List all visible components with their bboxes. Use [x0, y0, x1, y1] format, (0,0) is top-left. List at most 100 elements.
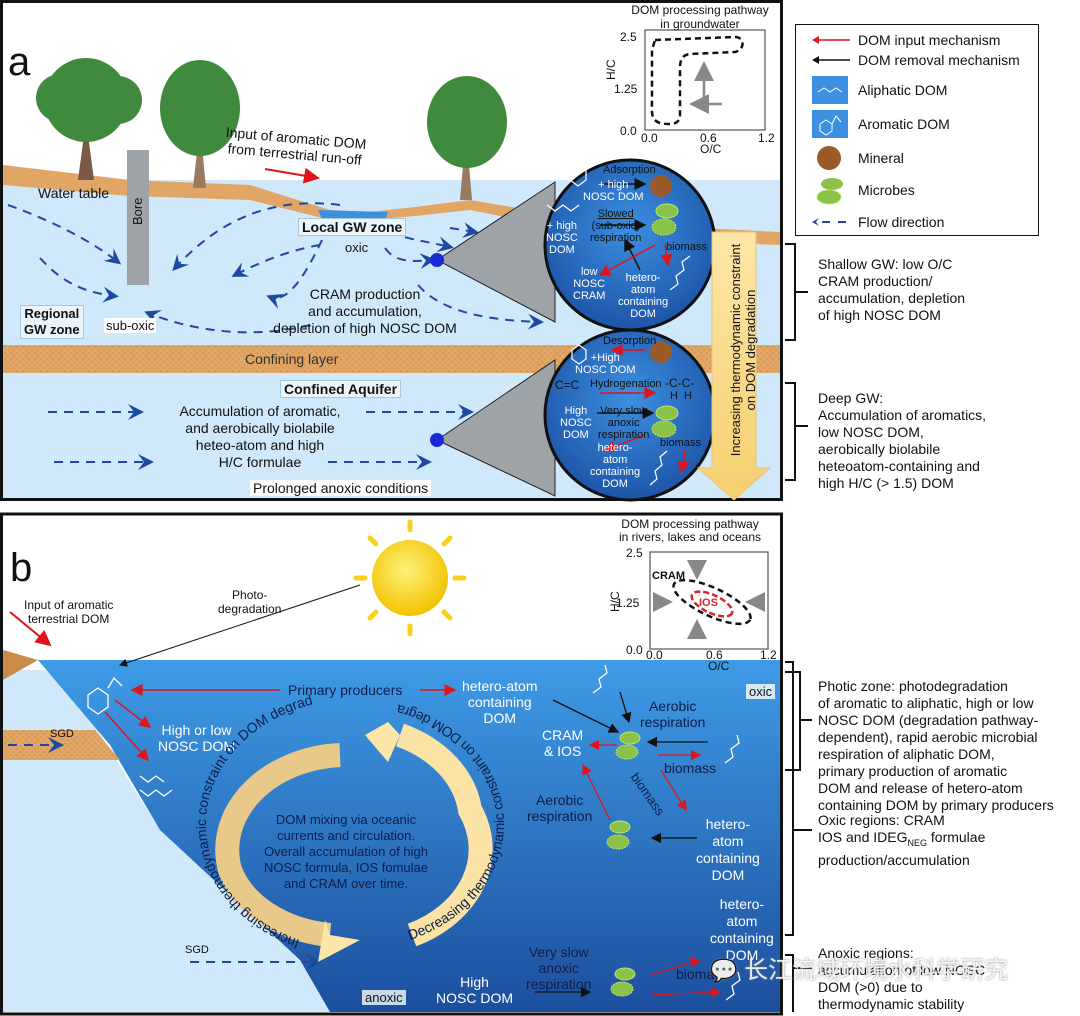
- oxic-note-2a: IOS and IDEG: [818, 829, 908, 845]
- microbes-icon: [615, 731, 641, 760]
- c2-vs-c: respiration: [598, 429, 650, 441]
- c2-h-a: hetero-: [597, 442, 633, 454]
- c1-s-c: respiration: [590, 232, 642, 244]
- chat-bubble-icon: 💬: [710, 958, 738, 983]
- inset-a-title-1: DOM processing pathway: [631, 3, 769, 17]
- inset-a-xtick: 0.6: [700, 131, 717, 145]
- vsb-3: respiration: [526, 976, 592, 992]
- inset-b-ytick: 0.0: [626, 643, 643, 657]
- inset-b-cram: CRAM: [652, 570, 685, 582]
- oxic-note-2: IOS and IDEGNEG formulae: [818, 829, 985, 852]
- c2-hydrogenation: Hydrogenation: [590, 378, 662, 390]
- hnb-2: NOSC DOM: [436, 990, 513, 1006]
- c2-hn-a: +High: [590, 352, 620, 364]
- mix-5: and CRAM over time.: [283, 876, 409, 891]
- photo-1: Photo-: [232, 588, 268, 602]
- legend-label: DOM input mechanism: [858, 32, 1001, 48]
- aerobic-respiration-bottom: Aerobic respiration: [527, 792, 592, 824]
- aliphatic-icon: [139, 775, 173, 797]
- ar1-1: Aerobic: [648, 698, 697, 714]
- note-anoxic-regions: Anoxic regions: accumulation of low NOSC…: [818, 945, 986, 1012]
- vsb-1: Very slow: [528, 944, 589, 960]
- hm-3: containing: [696, 850, 760, 866]
- aromatic-icon: [87, 676, 123, 715]
- inset-a-pathway: [650, 35, 744, 126]
- c2-cc-double: C=C: [555, 378, 580, 392]
- c1-hn-a: + high: [598, 179, 629, 191]
- inset-b-ios-ellipse: [690, 590, 734, 618]
- hm-1: hetero-: [705, 816, 751, 832]
- vsb-2: anoxic: [538, 960, 579, 976]
- ht-1: hetero-atom: [462, 678, 538, 694]
- input-b-2: terrestrial DOM: [28, 612, 110, 626]
- inset-a-xtick: 1.2: [758, 131, 775, 145]
- aliphatic-icon: [546, 204, 580, 212]
- coast-soil: [3, 650, 38, 680]
- zoom-point-1: [430, 253, 444, 267]
- flow-direction-icon: [812, 218, 846, 226]
- note-shallow-gw: Shallow GW: low O/C CRAM production/ acc…: [818, 256, 966, 323]
- ht-3: DOM: [483, 710, 517, 726]
- c2-high-nosc: +High NOSC DOM: [575, 352, 636, 376]
- c1-hn-b: NOSC DOM: [583, 191, 644, 203]
- oxic-note-2c: formulae: [927, 829, 986, 845]
- c1-h-d: DOM: [630, 308, 656, 320]
- mineral-icon: [650, 175, 672, 197]
- tree-icon: [427, 76, 507, 200]
- regional-line-1: Regional: [24, 306, 80, 321]
- c1-adsorption: Adsorption: [603, 164, 656, 176]
- ar2-1: Aerobic: [535, 792, 584, 808]
- hb-3: containing: [710, 930, 774, 946]
- cram-line-1: CRAM production: [309, 286, 421, 302]
- oxic-note-3: production/accumulation: [818, 851, 970, 868]
- c1-high-nosc: + high NOSC DOM: [583, 179, 644, 203]
- hl-2: NOSC DOM: [158, 738, 235, 754]
- terrestrial-input-arrow: [9, 611, 52, 647]
- very-slow-anoxic-label: Very slow anoxic respiration: [526, 944, 591, 992]
- c1-l-a: + high: [546, 220, 578, 232]
- hb-2: atom: [726, 913, 758, 929]
- bracket-shallow: [785, 243, 808, 341]
- hetero-atom-mid-label: hetero- atom containing DOM: [696, 816, 760, 884]
- inset-a-xtick: 0.0: [641, 131, 658, 145]
- note-deep-gw: Deep GW: Accumulation of aromatics, low …: [818, 390, 987, 491]
- sub-oxic-label: sub-oxic: [104, 318, 157, 333]
- oxic-note-2b: NEG: [907, 837, 927, 848]
- inset-b-ytick: 1.25: [616, 596, 640, 610]
- legend-label: DOM removal mechanism: [858, 52, 1020, 68]
- legend-label: Mineral: [858, 150, 904, 166]
- accum-line-3: heteo-atom and high: [195, 437, 325, 453]
- oxic-label-a: oxic: [345, 240, 369, 255]
- ar2-2: respiration: [527, 808, 593, 824]
- inset-b-ios: IOS: [699, 597, 718, 609]
- mix-3: Overall accumulation of high: [263, 844, 429, 859]
- biomass-label-horizontal: biomass: [664, 760, 717, 776]
- cram-line-3: depletion of high NOSC DOM: [273, 320, 457, 336]
- tree-icon: [36, 58, 142, 180]
- legend-label: Microbes: [858, 182, 915, 198]
- c2-l-a: High: [564, 405, 588, 417]
- bore-well: [127, 150, 149, 285]
- inset-b-title-2: in rivers, lakes and oceans: [618, 530, 762, 544]
- microbes-icon: [651, 203, 679, 236]
- accum-line-4: H/C formulae: [218, 454, 302, 470]
- zoom-point-2: [430, 433, 444, 447]
- aliphatic-icon: [812, 76, 848, 104]
- photo-2: degradation: [218, 602, 282, 616]
- legend-label: Flow direction: [858, 214, 945, 230]
- c1-h-b: atom: [630, 284, 656, 296]
- sun-icon: [353, 519, 467, 637]
- black-arrow-icon: [812, 56, 850, 64]
- microbes-icon: [610, 967, 636, 997]
- oxic-note-1: Oxic regions: CRAM: [818, 812, 945, 828]
- aliphatic-icon: [669, 255, 691, 291]
- c1-s-b: (sub-oxic): [591, 220, 640, 232]
- c2-l-b: NOSC: [560, 417, 592, 429]
- bracket-deep: [785, 382, 808, 481]
- legend-label: Aromatic DOM: [858, 116, 950, 132]
- dom-mixing-text: DOM mixing via oceanic currents and circ…: [246, 812, 446, 892]
- aerobic-respiration-top: Aerobic respiration: [640, 698, 705, 730]
- accum-line-1: Accumulation of aromatic,: [179, 403, 341, 419]
- input-b-1: Input of aromatic: [24, 598, 114, 612]
